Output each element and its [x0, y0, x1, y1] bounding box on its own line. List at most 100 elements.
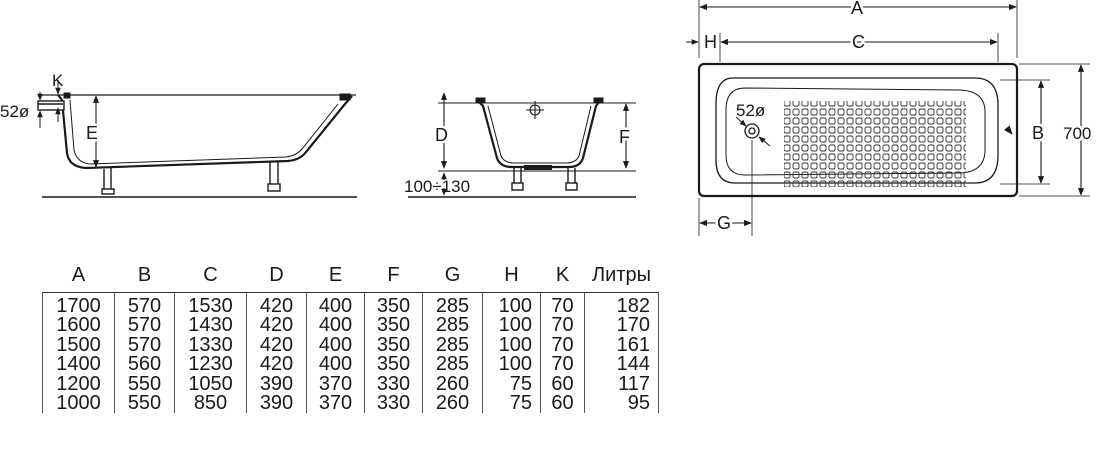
cell-g: 285: [422, 292, 483, 317]
cell-f: 350: [364, 354, 423, 375]
cell-a: 1600: [42, 315, 115, 336]
cell-d: 420: [246, 354, 307, 375]
end-overflow-mark: [526, 101, 544, 119]
cell-k: 60: [540, 393, 585, 414]
top-h-label: H: [704, 32, 717, 52]
cell-g: 285: [422, 335, 483, 356]
header-a: A: [71, 263, 86, 286]
top-a-label: A: [851, 0, 863, 18]
header-c: C: [203, 263, 218, 286]
antislip-pattern: [784, 101, 966, 187]
cell-d: 420: [246, 315, 307, 336]
table-row: 1200 550 1050 390 370 330 260 75 60 117: [42, 373, 659, 395]
cell-g: 285: [422, 354, 483, 375]
table-row: 1600 570 1430 420 400 350 285 100 70 170: [42, 315, 659, 336]
header-e: E: [328, 263, 343, 286]
table-header-row: A B C D E F G H K Литры: [43, 258, 659, 293]
top-g-label: G: [717, 213, 731, 233]
cell-c: 1050: [174, 373, 247, 395]
tub-inner-basin: [715, 77, 999, 184]
cell-d: 420: [246, 335, 307, 356]
cell-c: 1430: [174, 315, 247, 336]
leg-left: [101, 168, 115, 195]
top-drain-arrow-a: [735, 116, 747, 127]
cell-a: 1500: [42, 335, 115, 356]
top-drain-label: 52ø: [736, 101, 765, 120]
overflow-pipe: [37, 100, 65, 111]
cell-e: 400: [306, 292, 365, 317]
top-overflow-arrow: [1003, 125, 1013, 135]
top-view: [686, 0, 1090, 236]
tub-side-profile: [57, 94, 353, 170]
cell-h: 100: [482, 335, 541, 356]
cell-c: 1330: [174, 335, 247, 356]
dimensions-table: A B C D E F G H K Литры 1700 570 1530 42…: [42, 258, 659, 414]
side-drain-label: 52ø: [0, 102, 29, 121]
end-rim-clip-left: [475, 97, 486, 104]
end-rim-clip-right: [593, 97, 604, 104]
cell-g: 260: [422, 393, 483, 414]
cell-b: 570: [114, 292, 175, 317]
cell-e: 400: [306, 354, 365, 375]
side-k-label: K: [52, 71, 64, 90]
tub-side-inner: [69, 99, 339, 165]
cell-a: 1000: [42, 393, 115, 414]
cell-f: 350: [364, 315, 423, 336]
cell-e: 370: [306, 393, 365, 414]
cell-a: 1200: [42, 373, 115, 395]
header-g: G: [444, 263, 461, 286]
end-leg-left: [511, 168, 524, 191]
header-b: B: [137, 263, 152, 286]
rim-clip-right: [339, 93, 351, 101]
end-d-label: D: [435, 125, 448, 145]
header-d: D: [269, 263, 284, 286]
cell-k: 70: [540, 335, 585, 356]
header-h: H: [504, 263, 519, 286]
cell-e: 400: [306, 335, 365, 356]
end-drain-block: [524, 165, 552, 170]
top-width-label: 700: [1063, 124, 1091, 143]
leg-right: [267, 161, 281, 192]
end-f-label: F: [619, 127, 630, 147]
side-e-label: E: [86, 123, 98, 143]
cell-b: 570: [114, 315, 175, 336]
table-row: 1500 570 1330 420 400 350 285 100 70 161: [42, 335, 659, 356]
top-drain: [744, 123, 760, 139]
cell-c: 1230: [174, 354, 247, 375]
cell-liters: 144: [584, 354, 659, 375]
cell-h: 100: [482, 354, 541, 375]
cell-k: 60: [540, 373, 585, 395]
cell-d: 390: [246, 393, 307, 414]
end-feet-label: 100÷130: [404, 177, 470, 196]
cell-h: 100: [482, 315, 541, 336]
cell-liters: 182: [584, 292, 659, 317]
cell-liters: 161: [584, 335, 659, 356]
cell-h: 100: [482, 292, 541, 317]
cell-h: 75: [482, 393, 541, 414]
cell-e: 400: [306, 315, 365, 336]
cell-d: 420: [246, 292, 307, 317]
cell-b: 560: [114, 354, 175, 375]
cell-c: 850: [174, 393, 247, 414]
cell-k: 70: [540, 315, 585, 336]
end-leg-right: [565, 168, 578, 191]
tub-end-profile: [477, 100, 601, 169]
cell-b: 570: [114, 335, 175, 356]
cell-d: 390: [246, 373, 307, 395]
cell-a: 1400: [42, 354, 115, 375]
cell-b: 550: [114, 393, 175, 414]
tub-end-inner: [487, 105, 592, 164]
cell-c: 1530: [174, 292, 247, 317]
end-view: [408, 92, 636, 198]
top-c-label: C: [852, 32, 865, 52]
cell-f: 330: [364, 393, 423, 414]
cell-f: 350: [364, 292, 423, 317]
cell-liters: 117: [584, 373, 659, 395]
table-row: 1700 570 1530 420 400 350 285 100 70 182: [42, 292, 659, 317]
side-view: [37, 80, 357, 198]
cell-liters: 170: [584, 315, 659, 336]
table-row: 1400 560 1230 420 400 350 285 100 70 144: [42, 354, 659, 375]
cell-a: 1700: [42, 292, 115, 317]
cell-k: 70: [540, 292, 585, 317]
